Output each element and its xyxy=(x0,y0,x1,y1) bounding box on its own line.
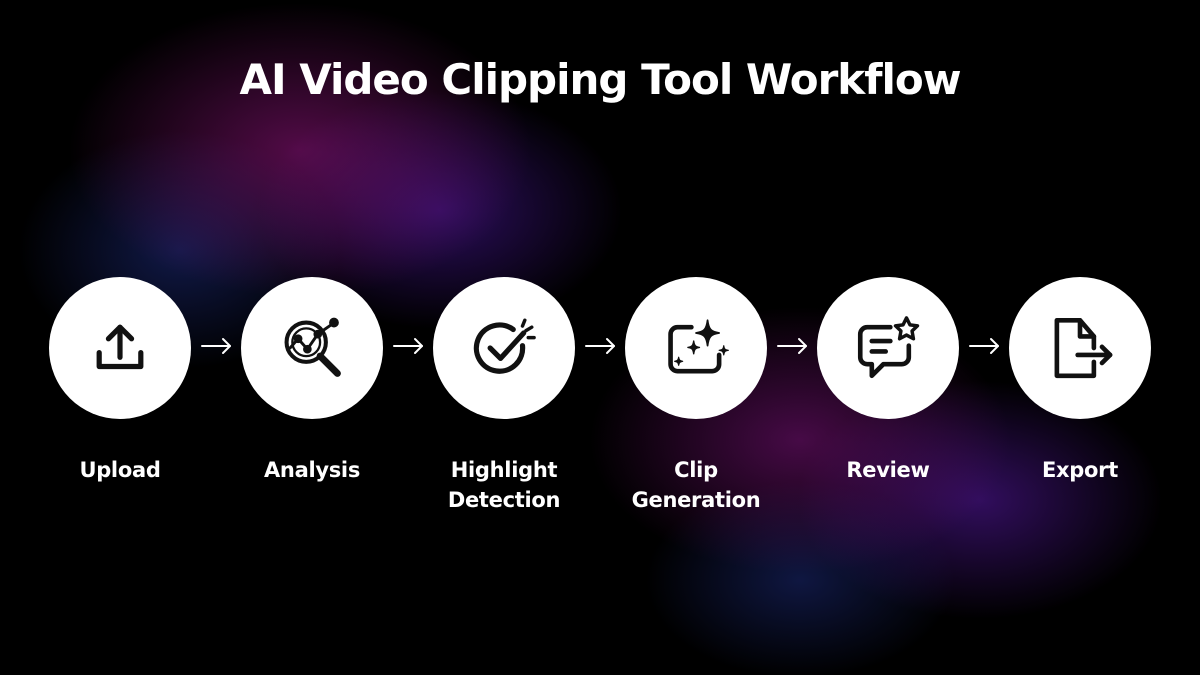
check-sparkle-icon xyxy=(473,318,536,374)
step-export: Export xyxy=(985,277,1175,485)
step-label: Clip Generation xyxy=(631,458,761,512)
arrow-right-icon xyxy=(393,338,423,354)
sparkle-frame-icon xyxy=(668,319,729,374)
step-analysis: Analysis xyxy=(217,277,407,485)
magnifier-chart-icon xyxy=(284,317,341,377)
step-clip-generation: Clip Generation xyxy=(601,277,791,515)
arrow-right-icon xyxy=(201,338,231,354)
step-circle xyxy=(817,277,959,419)
arrow-right-icon xyxy=(969,338,999,354)
step-circle xyxy=(433,277,575,419)
file-export-icon xyxy=(1054,317,1113,379)
step-circle xyxy=(49,277,191,419)
step-circle xyxy=(1009,277,1151,419)
step-review: Review xyxy=(793,277,983,485)
step-circle xyxy=(625,277,767,419)
upload-icon xyxy=(96,324,144,370)
step-label: Highlight Detection xyxy=(447,458,561,512)
step-label: Export xyxy=(1042,458,1118,482)
step-circle xyxy=(241,277,383,419)
page-title: AI Video Clipping Tool Workflow xyxy=(239,55,961,104)
step-label: Analysis xyxy=(263,458,361,482)
arrow-right-icon xyxy=(777,338,807,354)
step-label: Review xyxy=(846,458,930,482)
arrow-right-icon xyxy=(585,338,615,354)
step-label: Upload xyxy=(79,458,161,482)
message-star-icon xyxy=(857,316,920,379)
step-upload: Upload xyxy=(25,277,215,485)
step-highlight-detection: Highlight Detection xyxy=(409,277,599,515)
